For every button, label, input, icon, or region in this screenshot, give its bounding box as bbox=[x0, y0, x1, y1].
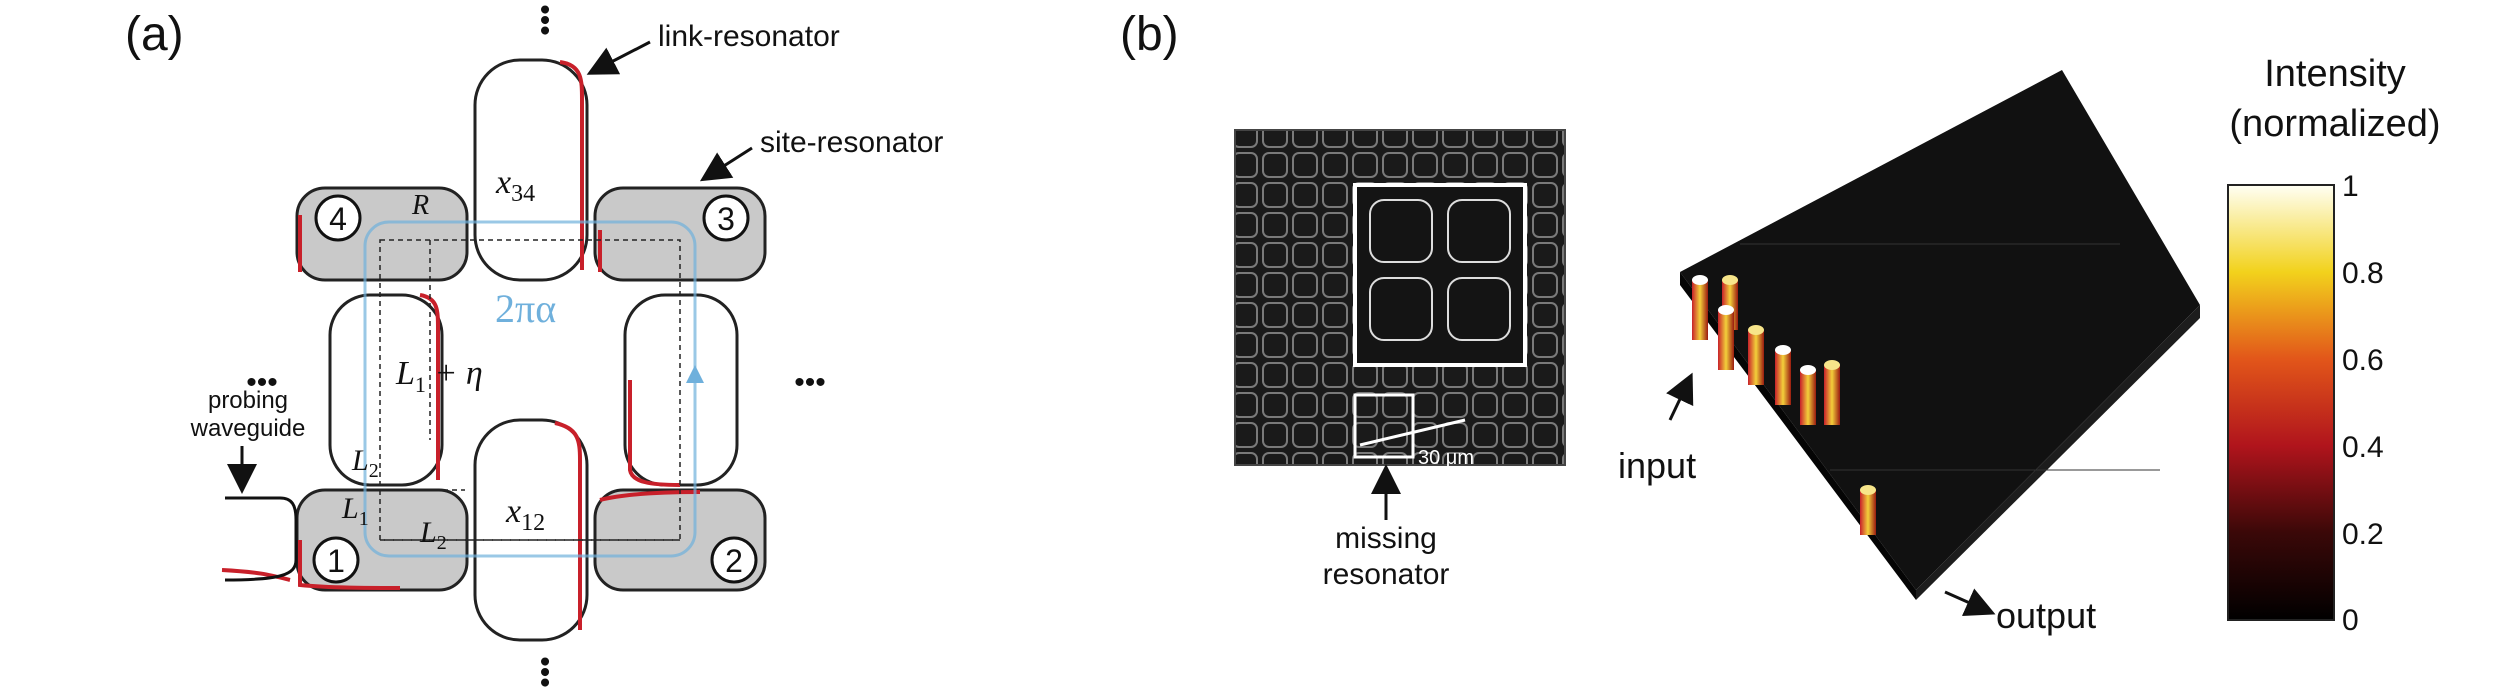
probing-label-line2: waveguide bbox=[190, 415, 306, 442]
svg-text:1: 1 bbox=[327, 543, 345, 579]
colorbar-ticks: 1 0.8 0.6 0.4 0.2 0 bbox=[2342, 170, 2384, 637]
link-resonator-left bbox=[328, 293, 444, 487]
panel-b: (b) 30 μm missing resonator bbox=[1120, 8, 2441, 637]
site-resonator-label: site-resonator bbox=[760, 126, 943, 159]
site-resonator-arrow bbox=[699, 146, 753, 182]
colorbar-tick: 0.4 bbox=[2342, 431, 2384, 464]
probing-label-line1: probing bbox=[208, 387, 288, 414]
link-resonator-label: link-resonator bbox=[658, 20, 840, 53]
scale-bar-label: 30 μm bbox=[1418, 447, 1474, 469]
colorbar-tick: 0.6 bbox=[2342, 344, 2384, 377]
link-resonator-right bbox=[623, 293, 739, 487]
ellipsis-left: ••• bbox=[246, 366, 278, 399]
l1-bottom-label: L1 bbox=[341, 492, 369, 530]
link-resonator-bottom bbox=[473, 418, 589, 642]
colorbar-tick: 1 bbox=[2342, 170, 2359, 203]
colorbar-tick: 0.8 bbox=[2342, 257, 2384, 290]
site-number-1: 1 bbox=[312, 536, 360, 584]
input-arrow bbox=[1666, 372, 1694, 421]
l2-side-label: L2 bbox=[419, 516, 447, 554]
colorbar-title-line2: (normalized) bbox=[2229, 103, 2440, 145]
colorbar-tick: 0.2 bbox=[2342, 518, 2384, 551]
dimension-guides bbox=[379, 239, 681, 541]
colorbar-title-line1: Intensity bbox=[2264, 53, 2406, 95]
input-label: input bbox=[1618, 445, 1696, 486]
intensity-pillars bbox=[1692, 275, 1876, 535]
phase-direction-icon bbox=[686, 365, 704, 383]
ellipsis-top: ••• bbox=[528, 4, 561, 36]
missing-label-line2: resonator bbox=[1323, 558, 1450, 591]
output-arrow bbox=[1944, 588, 1996, 616]
radius-label: R bbox=[411, 190, 429, 221]
output-label: output bbox=[1996, 595, 2096, 636]
missing-resonator-box bbox=[1353, 393, 1415, 459]
coupling-waveguides bbox=[221, 60, 701, 630]
site-number-4: 4 bbox=[314, 194, 362, 242]
svg-text:3: 3 bbox=[717, 201, 735, 237]
ellipsis-bottom: ••• bbox=[528, 656, 561, 688]
link-resonator-arrow bbox=[586, 40, 651, 75]
site-number-2: 2 bbox=[710, 536, 758, 584]
panel-a-label: (a) bbox=[125, 8, 184, 61]
l2-top-label: L2 bbox=[351, 444, 379, 482]
x34-label: x34 bbox=[495, 164, 535, 207]
colorbar-tick: 0 bbox=[2342, 604, 2359, 637]
phase-loop bbox=[363, 220, 697, 558]
l1-eta-label: L1 + η bbox=[395, 355, 483, 397]
colorbar bbox=[2227, 184, 2335, 621]
scale-bar bbox=[1359, 418, 1466, 447]
missing-label-line1: missing bbox=[1335, 522, 1437, 555]
x12-label: x12 bbox=[505, 493, 545, 536]
panel-b-label: (b) bbox=[1120, 8, 1179, 61]
svg-text:4: 4 bbox=[329, 201, 347, 237]
ellipsis-right: ••• bbox=[794, 366, 826, 399]
intensity-map bbox=[1680, 70, 2200, 600]
panel-a: (a) bbox=[125, 4, 943, 688]
site-number-3: 3 bbox=[702, 194, 750, 242]
svg-text:2: 2 bbox=[725, 543, 743, 579]
link-resonator-top bbox=[473, 58, 589, 282]
sem-micrograph: 30 μm bbox=[1234, 129, 1566, 469]
probing-waveguide bbox=[224, 496, 298, 582]
phase-label: 2πα bbox=[495, 286, 556, 331]
